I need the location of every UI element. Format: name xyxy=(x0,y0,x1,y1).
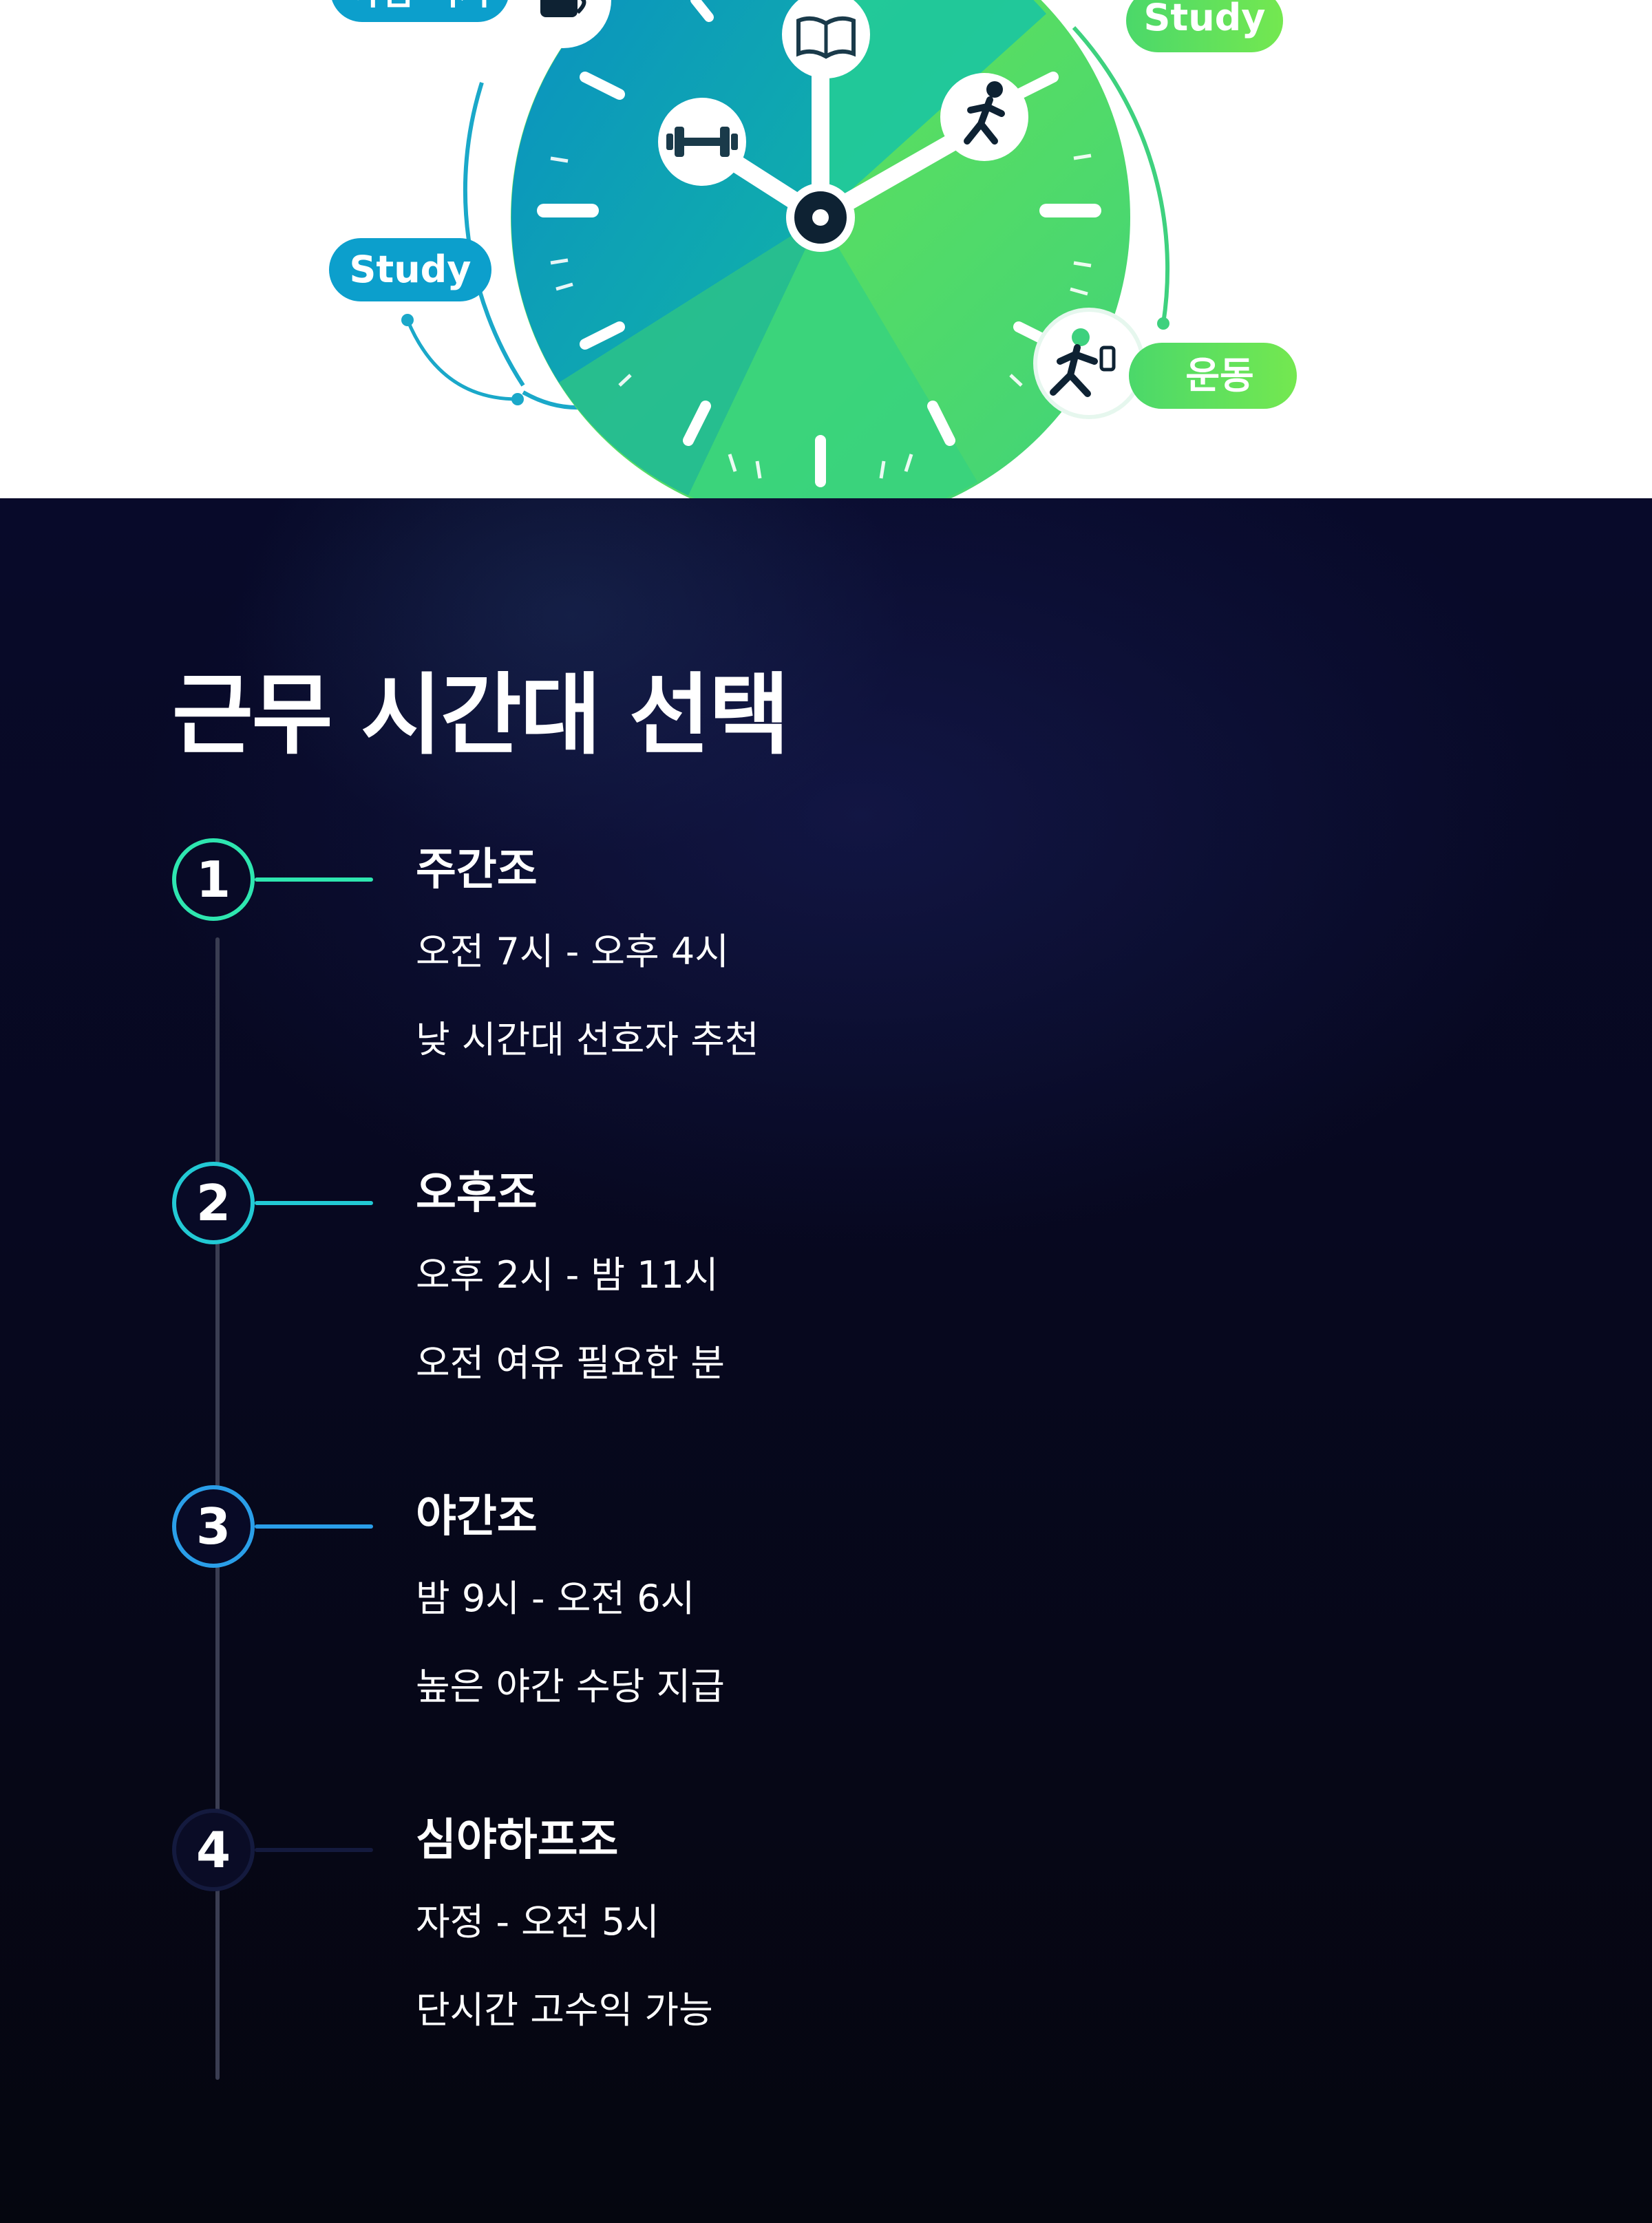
book-icon xyxy=(782,0,870,78)
step-connector xyxy=(255,1524,373,1529)
shift-option-night[interactable]: 3 야간조 밤 9시 - 오전 6시 높은 야간 수당 지급 xyxy=(0,1485,1652,1761)
dumbbell-icon xyxy=(658,98,746,186)
coffee-cup-icon xyxy=(515,0,611,48)
shift-title: 주간조 xyxy=(416,844,538,895)
shift-selection-section: 근무 시간대 선택 1 주간조 오전 7시 - 오후 4시 낮 시간대 선호자 … xyxy=(0,498,1652,2223)
shift-title: 오후조 xyxy=(416,1168,538,1219)
step-connector xyxy=(255,1201,373,1205)
step-number-badge: 2 xyxy=(172,1162,255,1244)
label-top-right-study: Study xyxy=(1126,0,1283,52)
jogger-icon xyxy=(1033,308,1145,419)
shift-description: 오전 여유 필요한 분 xyxy=(416,1341,725,1385)
shift-title: 야간조 xyxy=(416,1491,538,1542)
svg-text:운동: 운동 xyxy=(1185,354,1253,397)
label-bottom-right-exercise: 운동 xyxy=(1129,343,1297,409)
shift-time: 오전 7시 - 오후 4시 xyxy=(416,930,729,973)
shift-time: 오후 2시 - 밤 11시 xyxy=(416,1253,719,1297)
step-connector xyxy=(255,1848,373,1852)
shift-option-late-night-half[interactable]: 4 심야하프조 자정 - 오전 5시 단시간 고수익 가능 xyxy=(0,1809,1652,2084)
runner-icon xyxy=(940,73,1028,161)
label-top-left: 아침 식사 xyxy=(332,0,508,22)
svg-text:Study: Study xyxy=(349,248,471,291)
shift-description: 단시간 고수익 가능 xyxy=(416,1988,713,2032)
clock-illustration: 아침 식사 Study Study 운동 xyxy=(0,0,1652,498)
step-connector xyxy=(255,878,373,882)
shift-option-day[interactable]: 1 주간조 오전 7시 - 오후 4시 낮 시간대 선호자 추천 xyxy=(0,838,1652,1114)
step-number-badge: 3 xyxy=(172,1485,255,1568)
shift-option-afternoon[interactable]: 2 오후조 오후 2시 - 밤 11시 오전 여유 필요한 분 xyxy=(0,1162,1652,1437)
shift-time: 자정 - 오전 5시 xyxy=(416,1900,659,1944)
step-number-badge: 4 xyxy=(172,1809,255,1891)
label-left-study: Study xyxy=(329,238,491,301)
shift-description: 낮 시간대 선호자 추천 xyxy=(416,1018,759,1061)
shift-title: 심야하프조 xyxy=(416,1815,619,1866)
section-title: 근무 시간대 선택 xyxy=(172,664,790,767)
svg-text:아침 식사: 아침 식사 xyxy=(348,0,492,13)
shift-time: 밤 9시 - 오전 6시 xyxy=(416,1577,695,1620)
step-number-badge: 1 xyxy=(172,838,255,921)
shift-description: 높은 야간 수당 지급 xyxy=(416,1665,725,1708)
svg-text:Study: Study xyxy=(1143,0,1265,39)
